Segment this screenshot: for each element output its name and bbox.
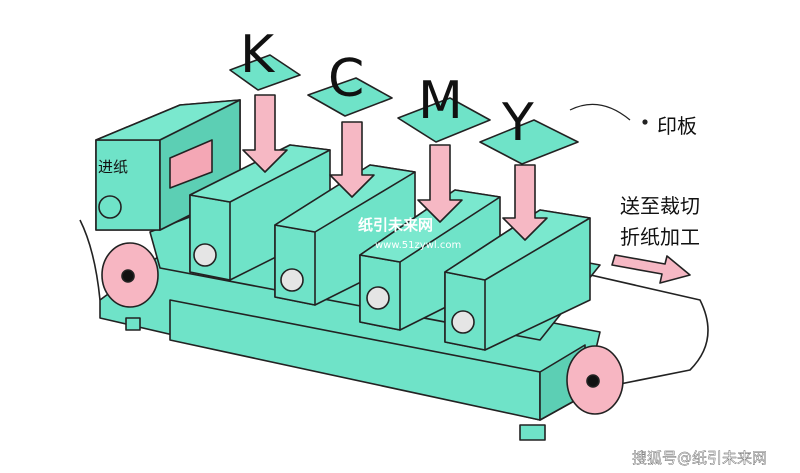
plate-letter-k: K xyxy=(240,25,276,85)
left-roller xyxy=(79,219,159,308)
plate-c xyxy=(307,77,393,117)
output-label-line-2: 折纸加工 xyxy=(620,225,700,249)
plate-y xyxy=(479,119,579,165)
output-label-line-1: 送至裁切 xyxy=(620,194,700,218)
arrow-y xyxy=(502,164,548,241)
plate-m xyxy=(397,97,491,143)
arrow-c xyxy=(329,121,375,198)
plate-letter-c: C xyxy=(328,49,364,109)
plate-letter-y: Y xyxy=(501,93,534,153)
plate-k xyxy=(229,54,301,91)
printing-plate-label: 印板 xyxy=(657,114,697,138)
plate-leader-dot xyxy=(642,119,648,125)
arrow-m xyxy=(417,144,463,223)
right-roller xyxy=(566,345,624,415)
feed-label: 进纸 xyxy=(98,158,128,176)
machine-base xyxy=(99,247,601,441)
watermark-center-text: 纸引未来网 xyxy=(358,216,433,234)
print-unit-y xyxy=(444,209,591,351)
feed-unit xyxy=(95,99,241,231)
watermark-center-url: www.51zywl.com xyxy=(375,240,461,251)
output-arrow xyxy=(611,254,691,284)
plate-leader-line xyxy=(569,103,631,121)
arrow-k xyxy=(242,94,288,173)
watermark-corner-text: 搜狐号@纸引未来网 xyxy=(632,449,767,467)
plate-letter-m: M xyxy=(418,71,463,131)
